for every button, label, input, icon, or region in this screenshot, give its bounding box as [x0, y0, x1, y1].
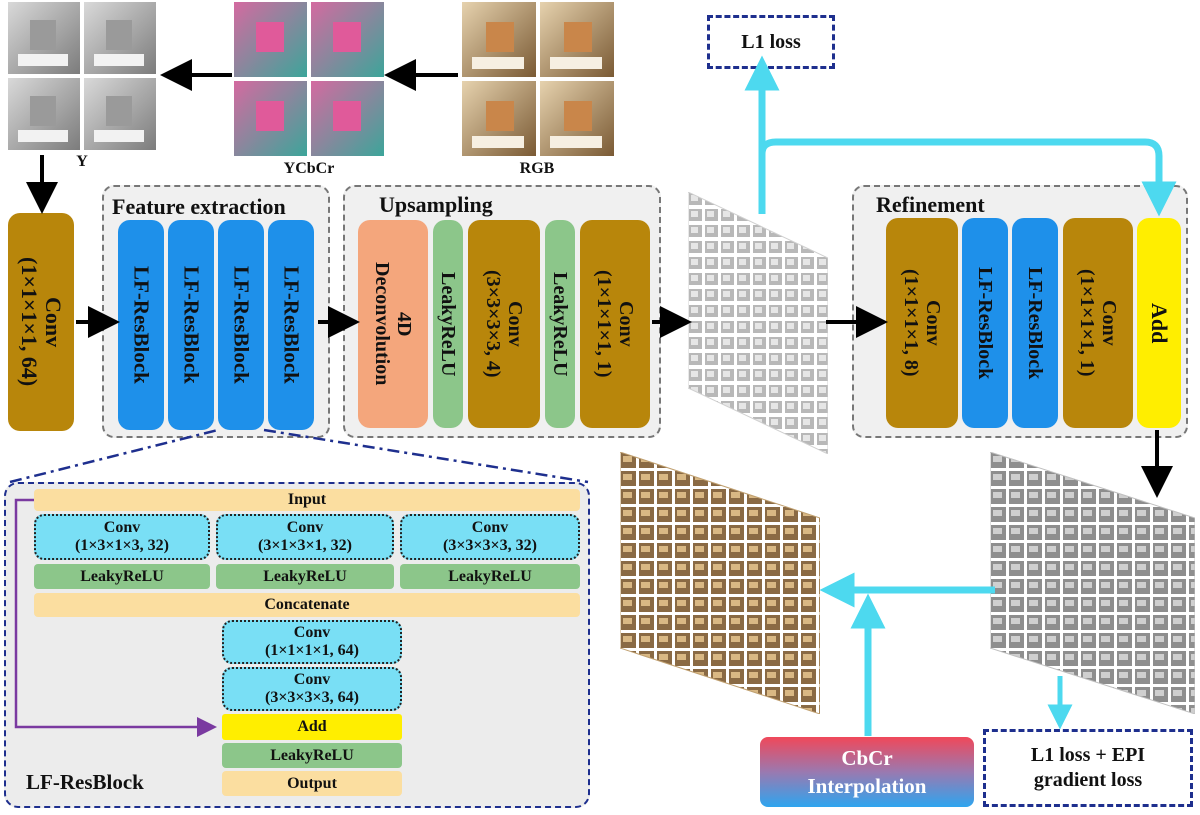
conv-up-block-1: Conv (3×3×3×3, 4)	[468, 220, 540, 428]
refinement-title: Refinement	[872, 192, 989, 218]
detail-conv-b: Conv (3×3×3×3, 64)	[222, 667, 402, 711]
feature-extraction-title: Feature extraction	[108, 194, 290, 220]
upsampling-title: Upsampling	[375, 192, 497, 218]
detail-concatenate-row: Concatenate	[34, 593, 580, 617]
y-image-grid	[8, 2, 156, 150]
lf-resblock-1: LF-ResBlock	[118, 220, 164, 430]
detail-leakyrelu-2: LeakyReLU	[216, 564, 394, 589]
rgb-lf-output-stack	[620, 452, 820, 714]
detail-conv-3-title: Conv	[471, 518, 509, 536]
ycbcr-image-grid	[234, 2, 384, 156]
detail-conv-3-params: (3×3×3×3, 32)	[442, 537, 537, 554]
conv-ref-block-1: Conv (1×1×1×1, 8)	[886, 218, 958, 428]
detail-conv-3: Conv (3×3×3×3, 32)	[400, 514, 580, 560]
detail-conv-b-title: Conv	[293, 670, 331, 688]
detail-conv-a-params: (1×1×1×1, 64)	[264, 642, 359, 659]
deconvolution-block: 4D Deconvolution	[358, 220, 428, 428]
detail-output-row: Output	[222, 771, 402, 796]
l1-epi-loss-box: L1 loss + EPI gradient loss	[983, 729, 1193, 807]
detail-add-row: Add	[222, 714, 402, 740]
detail-leakyrelu-1: LeakyReLU	[34, 564, 210, 589]
lf-resblock-4: LF-ResBlock	[268, 220, 314, 430]
detail-conv-a: Conv (1×1×1×1, 64)	[222, 620, 402, 664]
l1-epi-loss-line2: gradient loss	[1033, 769, 1143, 791]
cbcr-line2: Interpolation	[807, 774, 927, 798]
detail-conv-1: Conv (1×3×1×3, 32)	[34, 514, 210, 560]
detail-leakyrelu-3: LeakyReLU	[400, 564, 580, 589]
rgb-image-grid	[462, 2, 614, 156]
add-block: Add	[1137, 218, 1181, 428]
detail-conv-1-title: Conv	[103, 518, 141, 536]
rgb-label: RGB	[519, 160, 555, 177]
conv-first-block: Conv (1×1×1×1, 64)	[8, 213, 74, 431]
y-label: Y	[76, 153, 88, 170]
l1-epi-loss-line1: L1 loss + EPI	[1030, 744, 1146, 766]
detail-conv-2-title: Conv	[286, 518, 324, 536]
detail-conv-1-params: (1×3×1×3, 32)	[74, 537, 169, 554]
refined-lf-stack	[990, 452, 1195, 714]
lf-resblock-ref-2: LF-ResBlock	[1012, 218, 1058, 428]
conv-up-block-2: Conv (1×1×1×1, 1)	[580, 220, 650, 428]
detail-conv-a-title: Conv	[293, 623, 331, 641]
cbcr-interpolation-box: CbCr Interpolation	[760, 737, 974, 807]
upsampled-lf-stack	[688, 192, 828, 454]
lf-resblock-ref-1: LF-ResBlock	[962, 218, 1008, 428]
leakyrelu-block-1: LeakyReLU	[433, 220, 463, 428]
lf-resblock-2: LF-ResBlock	[168, 220, 214, 430]
detail-conv-b-params: (3×3×3×3, 64)	[264, 689, 359, 706]
conv-ref-block-2: Conv (1×1×1×1, 1)	[1063, 218, 1133, 428]
zoom-lines	[9, 428, 589, 484]
cbcr-line1: CbCr	[841, 745, 893, 770]
detail-leakyrelu-final: LeakyReLU	[222, 743, 402, 768]
leakyrelu-block-2: LeakyReLU	[545, 220, 575, 428]
detail-input-row: Input	[34, 489, 580, 511]
detail-panel-title: LF-ResBlock	[26, 770, 144, 794]
detail-conv-2: Conv (3×1×3×1, 32)	[216, 514, 394, 560]
detail-conv-2-params: (3×1×3×1, 32)	[257, 537, 352, 554]
lf-resblock-3: LF-ResBlock	[218, 220, 264, 430]
ycbcr-label: YCbCr	[283, 160, 335, 177]
